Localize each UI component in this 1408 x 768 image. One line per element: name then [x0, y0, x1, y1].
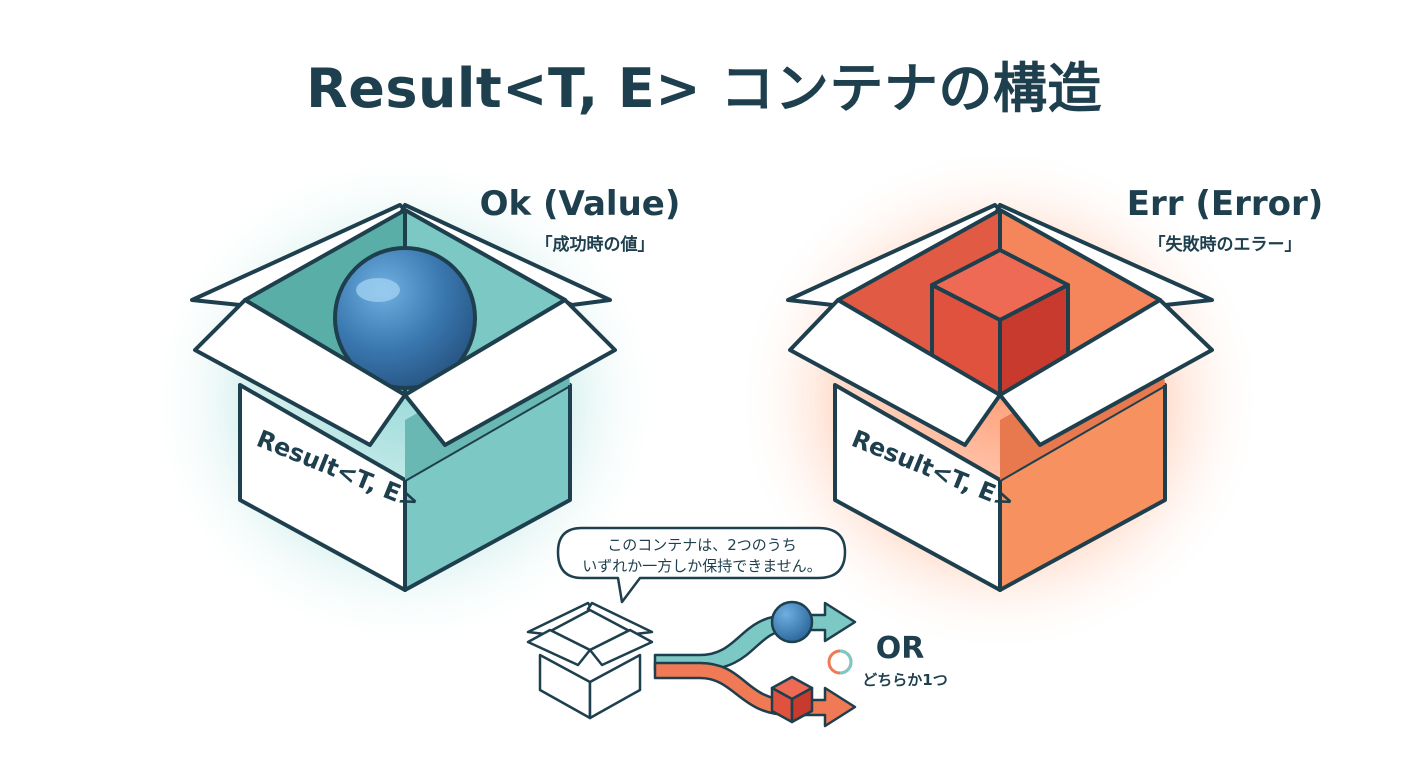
bubble-line-2: いずれか一方しか保持できません。: [582, 557, 822, 575]
small-error-cube: [770, 675, 814, 724]
ok-sub-label: 「成功時の値」: [536, 234, 655, 255]
small-box-icon: [526, 601, 654, 720]
err-box: [786, 203, 1214, 592]
page-title: Result<T, E> コンテナの構造: [306, 57, 1102, 120]
err-sub-label: 「失敗時のエラー」: [1149, 234, 1302, 255]
branch-arrows: [653, 601, 857, 728]
small-value-sphere: [770, 600, 814, 644]
ok-label: Ok (Value): [480, 184, 681, 224]
or-label: OR: [876, 631, 925, 666]
error-cube: [930, 248, 1070, 397]
ok-box: [190, 203, 617, 592]
speech-bubble: [556, 526, 847, 604]
err-label: Err (Error): [1127, 184, 1324, 224]
bubble-line-1: このコンテナは、2つのうち: [607, 536, 797, 554]
or-sub-label: どちらか1つ: [862, 671, 947, 689]
